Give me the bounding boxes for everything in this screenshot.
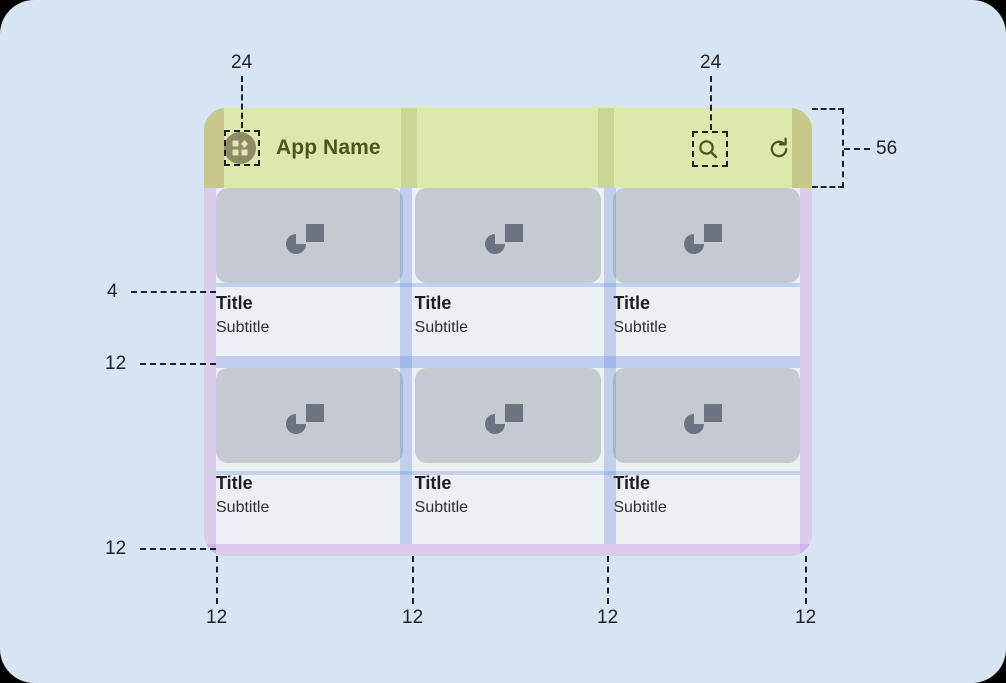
annotation-leader-appbar-height (844, 148, 870, 150)
search-button[interactable] (693, 134, 723, 164)
card[interactable]: Title Subtitle (613, 368, 801, 544)
image-placeholder-icon (683, 403, 722, 434)
app-bar-title: App Name (276, 136, 381, 159)
card-image (216, 368, 403, 463)
card-text: Title Subtitle (414, 287, 602, 341)
card-title: Title (613, 293, 651, 313)
card-title: Title (216, 293, 253, 313)
annotation-label-top-left-inset: 24 (231, 52, 253, 73)
search-icon (699, 140, 718, 159)
annotation-bracket-appbar-height (812, 108, 844, 188)
card-text: Title Subtitle (613, 287, 801, 341)
card-image (414, 188, 602, 283)
card[interactable]: Title Subtitle (414, 368, 602, 544)
app-logo-icon (224, 132, 256, 164)
card-subtitle: Subtitle (613, 319, 667, 336)
annotation-box-app-logo (224, 130, 260, 166)
card[interactable]: Title Subtitle (216, 368, 403, 544)
annotation-leader-bottom-gutter (607, 556, 609, 604)
card-title: Title (414, 293, 452, 313)
card[interactable]: Title Subtitle (216, 188, 403, 368)
card[interactable]: Title Subtitle (414, 188, 602, 368)
annotation-box-search (692, 131, 728, 167)
card-title: Title (613, 473, 651, 493)
annotation-label-row-gap: 12 (105, 353, 127, 374)
image-placeholder-icon (286, 223, 325, 254)
card-subtitle: Subtitle (613, 499, 667, 516)
annotation-label-appbar-height: 56 (876, 138, 898, 159)
card[interactable]: Title Subtitle (613, 188, 801, 368)
card-title: Title (216, 473, 253, 493)
annotation-label-bottom-padding: 12 (105, 538, 127, 559)
card-row: Title Subtitle Title (204, 188, 812, 368)
card-image (414, 368, 602, 463)
annotation-label-bottom-gutter: 12 (402, 607, 424, 628)
card-title: Title (414, 473, 452, 493)
card-subtitle: Subtitle (414, 499, 469, 516)
card-subtitle: Subtitle (414, 319, 469, 336)
card-image (216, 188, 403, 283)
app-logo-button[interactable] (224, 132, 256, 164)
annotation-label-image-title-gap: 4 (107, 281, 118, 302)
refresh-icon (770, 137, 788, 158)
annotation-leader-bottom-padding (140, 548, 216, 550)
annotation-leader-top-left (241, 76, 243, 128)
annotation-leader-row-gap (140, 363, 216, 365)
app-frame: App Name (204, 108, 812, 556)
annotation-leader-bottom-gutter (216, 556, 218, 604)
image-placeholder-icon (683, 223, 722, 254)
refresh-button[interactable] (764, 134, 794, 164)
annotation-label-top-right-inset: 24 (700, 52, 722, 73)
card-text: Title Subtitle (414, 467, 602, 521)
card-text: Title Subtitle (216, 287, 403, 341)
card-text: Title Subtitle (216, 467, 403, 521)
image-placeholder-icon (485, 223, 523, 254)
card-image (613, 368, 801, 463)
annotation-label-bottom-gutter: 12 (597, 607, 619, 628)
annotation-leader-image-title-gap (131, 291, 216, 293)
card-subtitle: Subtitle (216, 499, 270, 516)
annotation-leader-bottom-gutter (805, 556, 807, 604)
card-subtitle: Subtitle (216, 319, 270, 336)
annotation-leader-top-right (710, 76, 712, 130)
image-placeholder-icon (485, 403, 523, 434)
annotation-leader-bottom-gutter (412, 556, 414, 604)
image-placeholder-icon (286, 403, 325, 434)
annotation-label-bottom-gutter: 12 (795, 607, 817, 628)
card-row: Title Subtitle Title (204, 368, 812, 556)
card-image (613, 188, 801, 283)
annotation-label-bottom-gutter: 12 (206, 607, 228, 628)
card-grid: Title Subtitle Title (204, 188, 812, 556)
card-text: Title Subtitle (613, 467, 801, 521)
